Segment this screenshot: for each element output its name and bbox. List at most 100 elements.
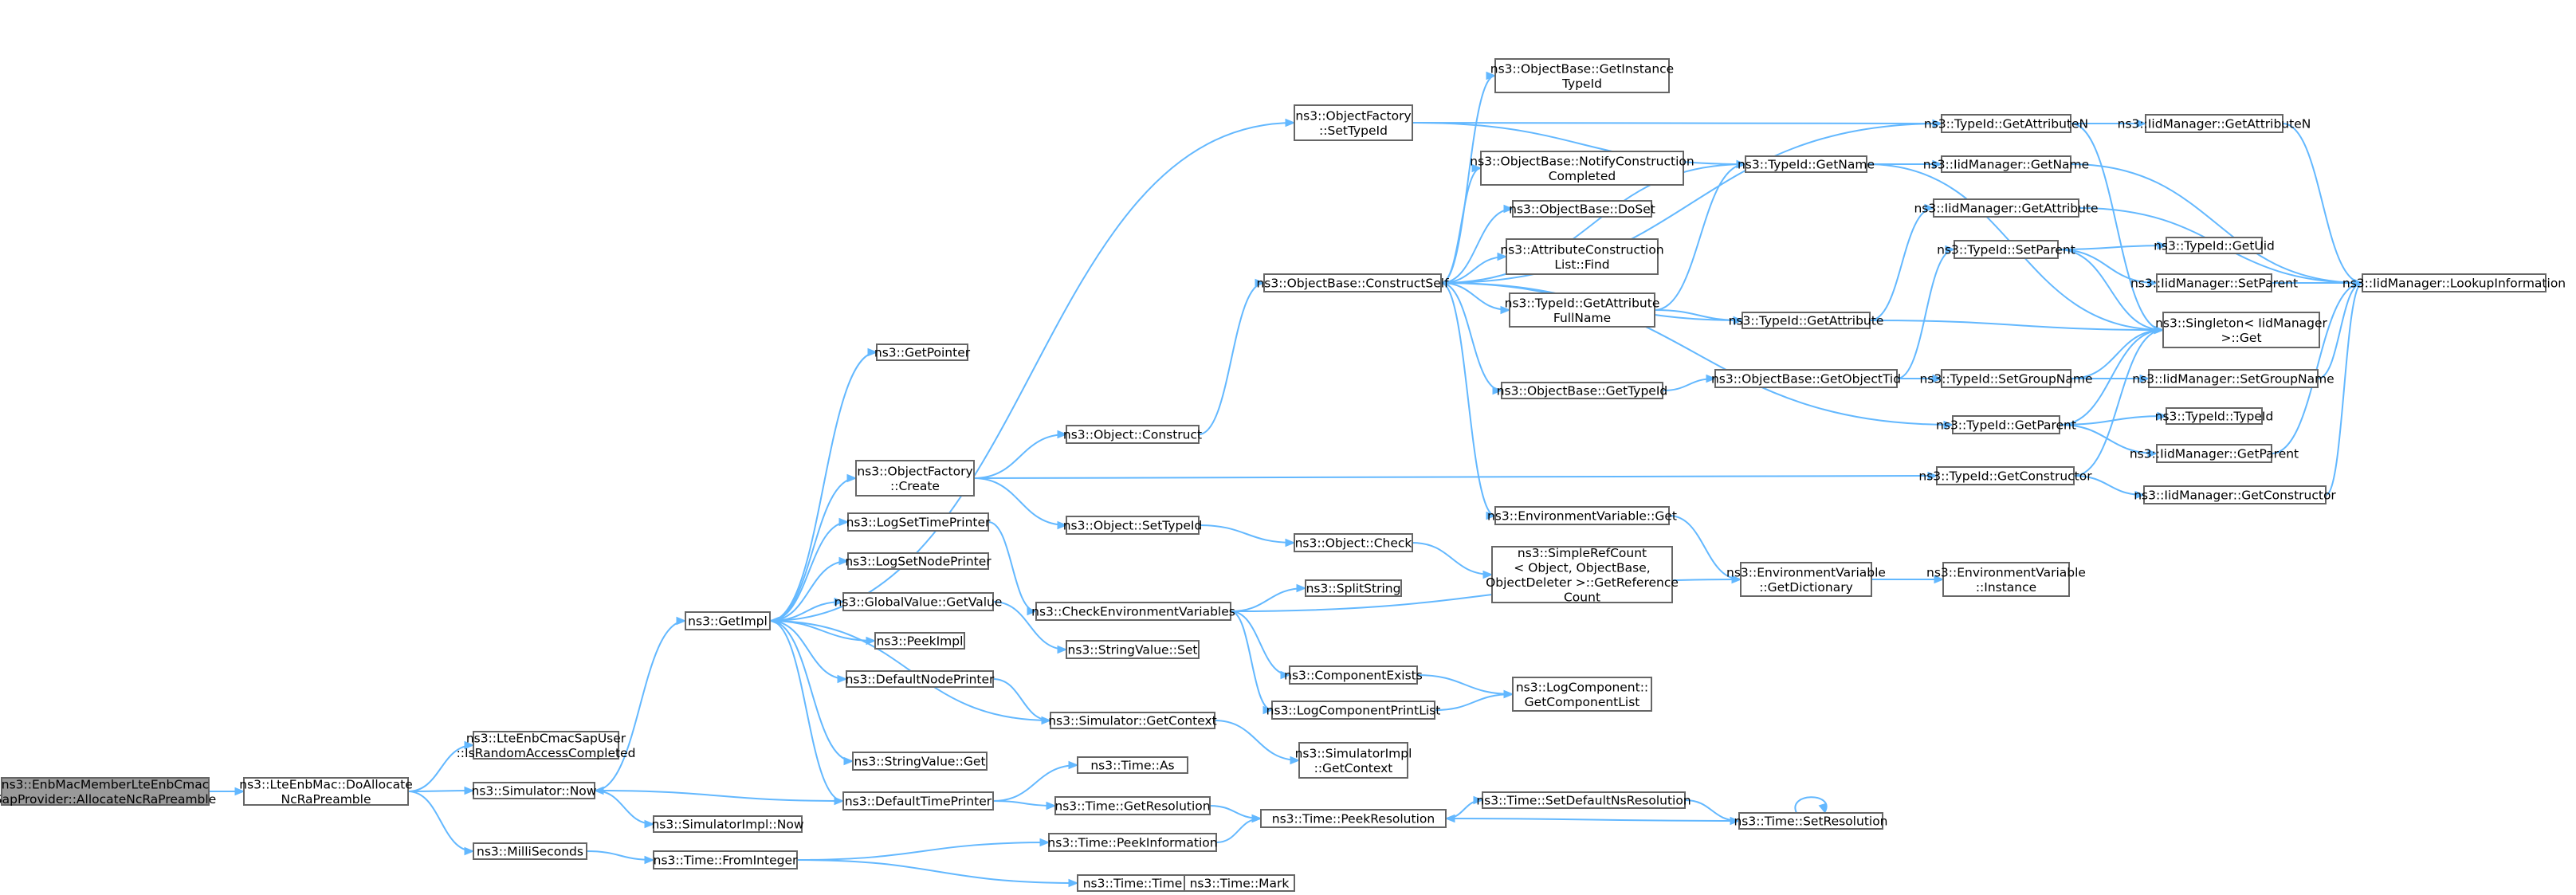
node-envget[interactable]: ns3::EnvironmentVariable::Get: [1487, 506, 1677, 525]
node-iidgetattrn[interactable]: ns3::IidManager::GetAttributeN: [2118, 114, 2311, 133]
node-logcompget[interactable]: ns3::LogComponent::GetComponentList: [1512, 677, 1652, 712]
edge-arrowhead: [1731, 575, 1742, 584]
node-tidgetname[interactable]: ns3::TypeId::GetName: [1738, 155, 1875, 173]
node-splitstring[interactable]: ns3::SplitString: [1305, 579, 1402, 597]
edge-line: [1230, 587, 1306, 612]
edge-iidgetname-to-iidlookup: [2070, 163, 2364, 288]
node-tidgetattr[interactable]: ns3::TypeId::GetAttribute: [1729, 312, 1884, 329]
node-iidgetparent[interactable]: ns3::IidManager::GetParent: [2130, 444, 2299, 463]
node-construct[interactable]: ns3::ObjectBase::ConstructSelf: [1256, 273, 1449, 292]
node-label: ns3::Object::Construct: [1063, 428, 1202, 442]
node-envgetdict[interactable]: ns3::EnvironmentVariable::GetDictionary: [1726, 562, 1886, 597]
node-iidlookup[interactable]: ns3::IidManager::LookupInformation: [2342, 273, 2566, 292]
node-ofcreate[interactable]: ns3::ObjectFactory::Create: [855, 460, 975, 497]
node-singleton[interactable]: ns3::Singleton< IidManager>::Get: [2155, 312, 2328, 348]
node-iidgetattr[interactable]: ns3::IidManager::GetAttribute: [1914, 198, 2099, 218]
node-objcheck[interactable]: ns3::Object::Check: [1294, 533, 1413, 552]
node-gvgetvalue[interactable]: ns3::GlobalValue::GetValue: [834, 592, 1003, 611]
node-checkenv[interactable]: ns3::CheckEnvironmentVariables: [1031, 602, 1235, 621]
node-israndom[interactable]: ns3::LteEnbCmacSapUser::IsRandomAccessCo…: [457, 731, 636, 760]
node-simimplgetctx[interactable]: ns3::SimulatorImpl::GetContext: [1295, 742, 1412, 779]
node-simnow[interactable]: ns3::Simulator::Now: [472, 782, 597, 799]
node-getpointer[interactable]: ns3::GetPointer: [874, 343, 971, 361]
node-timemark[interactable]: ns3::Time::Mark: [1184, 874, 1295, 892]
node-box: [1512, 677, 1652, 712]
node-tidtypeid[interactable]: ns3::TypeId::TypeId: [2155, 407, 2274, 425]
node-label: List::Find: [1554, 257, 1609, 272]
node-setdefaultns[interactable]: ns3::Time::SetDefaultNsResolution: [1476, 791, 1691, 809]
node-objsettypeid[interactable]: ns3::Object::SetTypeId: [1063, 516, 1203, 535]
edge-tidgetctor-to-iidgetctor: [2073, 475, 2146, 500]
node-timegetres[interactable]: ns3::Time::GetResolution: [1054, 796, 1211, 815]
edge-getimpl-to-defnode: [769, 620, 848, 684]
node-label: ns3::TypeId::GetConstructor: [1918, 469, 2092, 484]
node-timepeekres[interactable]: ns3::Time::PeekResolution: [1260, 809, 1447, 828]
edge-tidgetattr-to-iidgetattr: [1869, 203, 1935, 321]
edge-arrowhead: [2134, 490, 2146, 500]
node-tidgetparent[interactable]: ns3::TypeId::GetParent: [1936, 415, 2076, 434]
node-simgetctx[interactable]: ns3::Simulator::GetContext: [1048, 712, 1217, 729]
node-label: ns3::IidManager::GetParent: [2130, 447, 2299, 461]
call-graph-edges: [208, 71, 2364, 888]
node-frominteger[interactable]: ns3::Time::FromInteger: [653, 850, 798, 869]
edge-arrowhead: [2136, 119, 2147, 128]
edge-getimpl-to-getpointer: [769, 347, 878, 622]
node-timepeekinfo[interactable]: ns3::Time::PeekInformation: [1047, 833, 1218, 852]
node-timeas[interactable]: ns3::Time::As: [1077, 756, 1188, 774]
node-iidsetparent[interactable]: ns3::IidManager::SetParent: [2130, 273, 2298, 292]
node-logsetnode[interactable]: ns3::LogSetNodePrinter: [845, 552, 992, 570]
node-logsettime[interactable]: ns3::LogSetTimePrinter: [846, 512, 991, 532]
node-tidgetctor[interactable]: ns3::TypeId::GetConstructor: [1918, 466, 2092, 485]
node-tidgetattrn[interactable]: ns3::TypeId::GetAttributeN: [1924, 114, 2088, 133]
node-iidgetname[interactable]: ns3::IidManager::GetName: [1923, 155, 2089, 173]
node-box: [1941, 369, 2071, 388]
node-milli[interactable]: ns3::MilliSeconds: [473, 842, 587, 860]
edge-doalloc-to-simnow: [407, 786, 475, 795]
node-obdoset[interactable]: ns3::ObjectBase::DoSet: [1509, 200, 1655, 218]
edge-line: [2325, 282, 2363, 496]
edge-line: [973, 475, 1938, 479]
node-label: ns3::IidManager::SetParent: [2130, 277, 2298, 291]
node-timesetres[interactable]: ns3::Time::SetResolution: [1734, 812, 1888, 830]
node-tidgetuid[interactable]: ns3::TypeId::GetUid: [2154, 237, 2275, 254]
node-getimpl[interactable]: ns3::GetImpl: [685, 611, 771, 630]
node-label: GetComponentList: [1525, 695, 1640, 709]
edge-obgettypeid-to-obgetobjtid: [1662, 374, 1717, 391]
node-deftime[interactable]: ns3::DefaultTimePrinter: [842, 791, 994, 811]
node-simimplnow[interactable]: ns3::SimulatorImpl::Now: [651, 815, 804, 833]
node-label: ::IsRandomAccessCompleted: [457, 746, 636, 760]
node-logcompprint[interactable]: ns3::LogComponentPrintList: [1266, 701, 1441, 720]
node-tidsetgroup[interactable]: ns3::TypeId::SetGroupName: [1919, 369, 2093, 388]
node-obgetobjtid[interactable]: ns3::ObjectBase::GetObjectTid: [1711, 369, 1901, 388]
node-peekimpl[interactable]: ns3::PeekImpl: [874, 632, 965, 650]
node-iidgetctor[interactable]: ns3::IidManager::GetConstructor: [2134, 485, 2336, 504]
node-root[interactable]: ns3::EnbMacMemberLteEnbCmacSapProvider::…: [0, 777, 216, 807]
edge-logcompprint-to-logcompget: [1434, 689, 1514, 711]
edge-line: [2317, 282, 2363, 379]
node-compexists[interactable]: ns3::ComponentExists: [1284, 665, 1423, 685]
node-refcount[interactable]: ns3::SimpleRefCount< Object, ObjectBase,…: [1486, 546, 1679, 605]
node-defnode[interactable]: ns3::DefaultNodePrinter: [846, 670, 995, 688]
node-label: ns3::ComponentExists: [1284, 669, 1423, 683]
edge-line: [769, 351, 878, 622]
node-ofsettypeid[interactable]: ns3::ObjectFactory::SetTypeId: [1294, 104, 1413, 141]
node-svget[interactable]: ns3::StringValue::Get: [852, 752, 988, 771]
node-timetime[interactable]: ns3::Time::Time: [1077, 874, 1188, 892]
edge-doalloc-to-israndom: [407, 740, 475, 792]
node-tidsetparent[interactable]: ns3::TypeId::SetParent: [1937, 240, 2075, 259]
node-objconstruct[interactable]: ns3::Object::Construct: [1063, 425, 1202, 444]
node-obnotify[interactable]: ns3::ObjectBase::NotifyConstructionCompl…: [1470, 151, 1694, 186]
edge-construct-to-envget: [1440, 282, 1497, 520]
node-iidsetgroup[interactable]: ns3::IidManager::SetGroupName: [2132, 369, 2334, 388]
node-obgettypeid[interactable]: ns3::ObjectBase::GetTypeId: [1497, 382, 1668, 399]
node-box: [1952, 415, 2060, 434]
node-envinstance[interactable]: ns3::EnvironmentVariable::Instance: [1926, 562, 2086, 597]
node-label: ns3::SimulatorImpl::Now: [651, 818, 803, 832]
node-box: [473, 731, 619, 760]
edge-line: [1440, 167, 1482, 284]
node-svset[interactable]: ns3::StringValue::Set: [1066, 640, 1200, 659]
